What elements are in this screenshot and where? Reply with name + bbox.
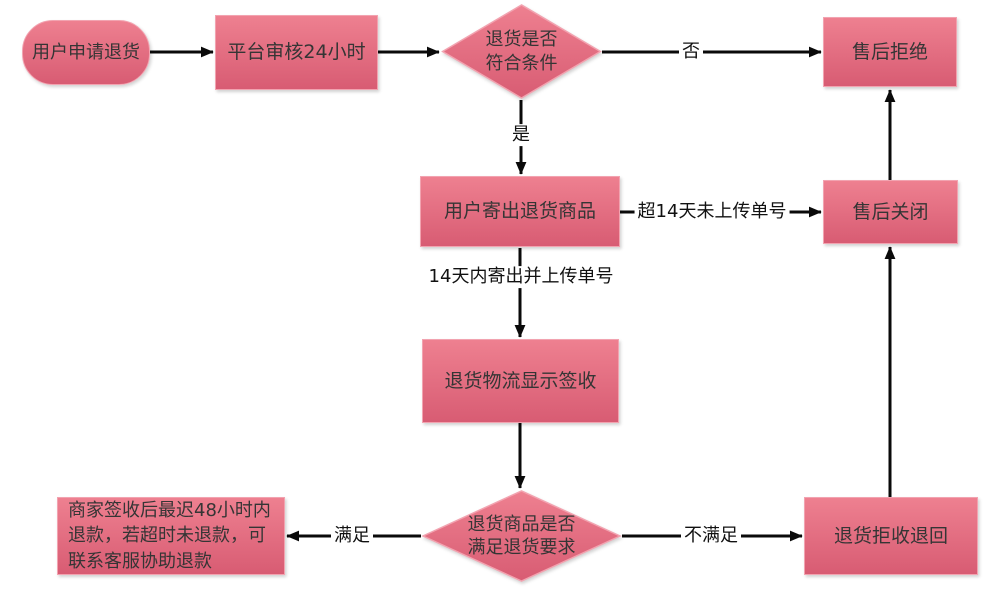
node-label: 退货拒收退回 [833, 524, 948, 547]
edge-label-no: 否 [679, 41, 703, 63]
node-label: 退货物流显示签收 [444, 369, 597, 392]
node-user-ships-return: 用户寄出退货商品 [420, 176, 620, 247]
node-label: 售后拒绝 [851, 40, 928, 63]
node-label: 平台审核24小时 [227, 41, 366, 64]
diamond-shape [421, 490, 622, 582]
edge-label-over-14-days: 超14天未上传单号 [634, 201, 790, 223]
node-label: 退货是否 符合条件 [485, 29, 558, 74]
node-label: 退货商品是否 满足退货要求 [467, 513, 576, 558]
node-aftersales-rejected: 售后拒绝 [823, 17, 957, 87]
node-user-requests-return: 用户申请退货 [22, 20, 150, 85]
edge-label-yes: 是 [509, 124, 533, 146]
node-label: 商家签收后最迟48小时内退款，若超时未退款，可联系客服协助退款 [68, 499, 271, 572]
node-platform-review-24h: 平台审核24小时 [215, 15, 378, 90]
node-decision-return-requirements: 退货商品是否 满足退货要求 [421, 490, 622, 582]
edge-label-not-satisfied: 不满足 [681, 525, 741, 547]
edge-label-satisfied: 满足 [331, 525, 373, 547]
node-return-logistics-signed: 退货物流显示签收 [422, 339, 619, 423]
node-aftersales-closed: 售后关闭 [823, 180, 958, 244]
node-label: 用户寄出退货商品 [443, 200, 596, 223]
node-label: 用户申请退货 [32, 41, 140, 63]
diamond-shape [441, 4, 602, 99]
node-return-refused-sent-back: 退货拒收退回 [804, 497, 978, 575]
node-merchant-refund-48h: 商家签收后最迟48小时内退款，若超时未退款，可联系客服协助退款 [57, 497, 285, 575]
edge-label-within-14-days: 14天内寄出并上传单号 [425, 266, 617, 288]
node-decision-return-eligible: 退货是否 符合条件 [441, 4, 602, 99]
node-label: 售后关闭 [852, 200, 929, 223]
